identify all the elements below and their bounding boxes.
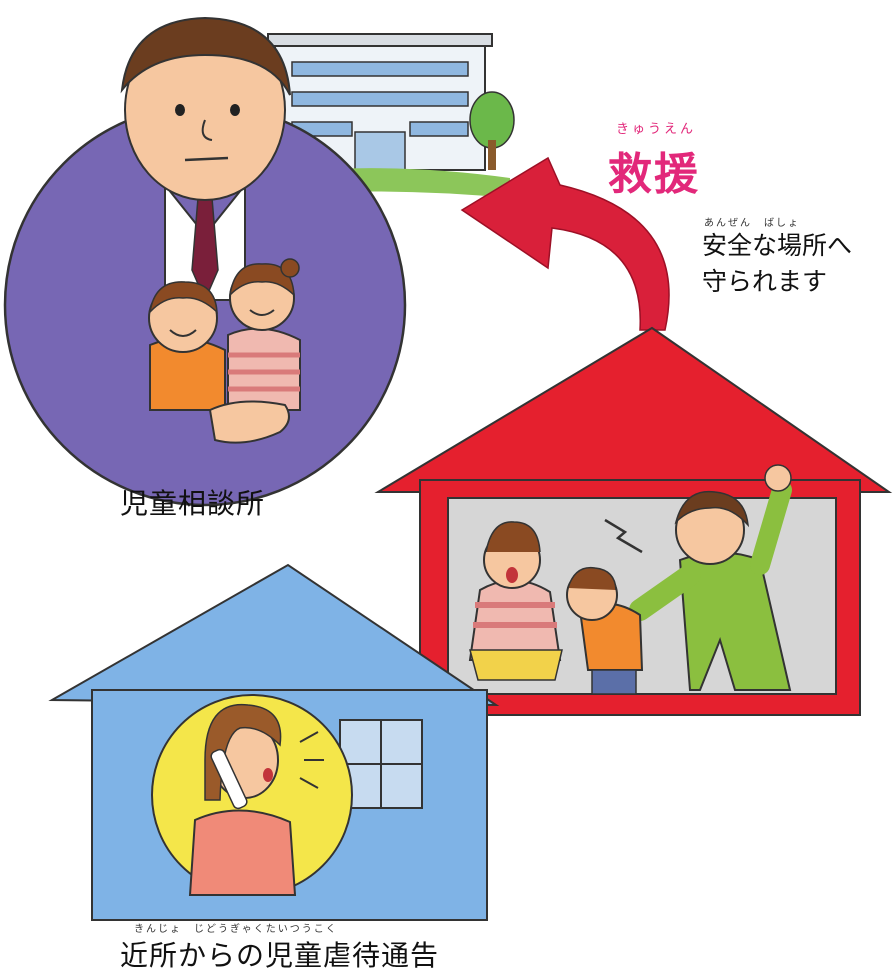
rescue-arrow [460, 156, 670, 331]
scared-girl [468, 521, 563, 681]
safe-place-line1: 安全な場所へ [702, 231, 853, 260]
consultation-center-caption: 児童相談所 [120, 487, 266, 520]
rescue-ruby: きゅうえん [616, 122, 697, 137]
consultation-center-scene [3, 16, 515, 507]
report-caption: 近所からの児童虐待通告 [120, 939, 440, 972]
anger-mark [604, 518, 643, 554]
report-ruby: きんじょ じどうぎゃくたいつうこく [134, 924, 338, 935]
father [629, 464, 792, 691]
man-head [120, 16, 291, 201]
phone-icon [210, 748, 248, 810]
scared-boy [566, 566, 644, 695]
hand [208, 400, 290, 444]
red-house [374, 326, 893, 716]
boy [148, 281, 226, 411]
blue-house [48, 563, 500, 921]
rescue-title: 救援 [608, 149, 700, 200]
safe-place-ruby: あんぜん ばしょ [704, 218, 800, 229]
building [260, 33, 515, 198]
neighbor-woman [188, 703, 324, 896]
safe-place-line2: 守られます [702, 267, 828, 296]
girl [227, 258, 301, 411]
